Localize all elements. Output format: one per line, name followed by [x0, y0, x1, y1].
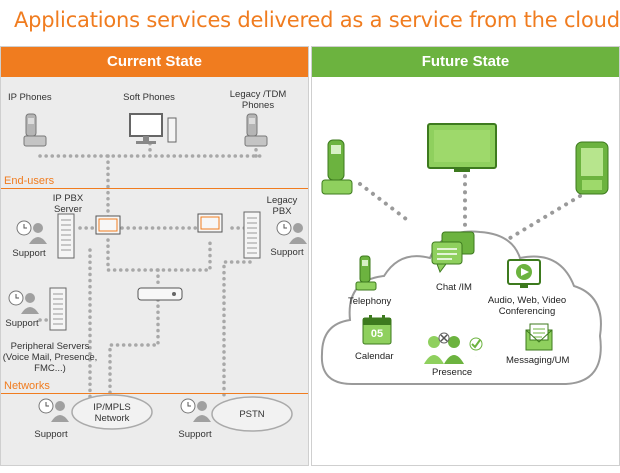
telephony-label: Telephony — [348, 296, 392, 307]
end-users-rule — [1, 188, 308, 189]
end-users-section-label: End-users — [4, 175, 55, 187]
router-box-icon-2 — [197, 213, 223, 233]
soft-phone-computer-icon — [129, 113, 177, 144]
networks-rule — [1, 393, 308, 394]
presence-label: Presence — [432, 367, 473, 378]
legacy-tdm-phones-label: Legacy /TDM Phones — [229, 89, 287, 111]
support-person-icon-1 — [16, 220, 47, 244]
calendar-label: Calendar — [355, 351, 394, 362]
router-box-icon-1 — [95, 215, 121, 235]
monitor-icon — [427, 123, 497, 172]
telephony-icon — [355, 255, 377, 291]
support-person-icon-5 — [180, 398, 211, 422]
networks-section-label: Networks — [4, 380, 50, 392]
presence-icon — [424, 332, 483, 364]
network-switch-icon — [137, 287, 183, 301]
messaging-um-icon — [525, 323, 553, 351]
messaging-um-label: Messaging/UM — [506, 355, 570, 366]
pstn-label: PSTN — [239, 409, 265, 420]
smartphone-icon — [575, 141, 609, 195]
diagram-title: Applications services delivered as a ser… — [14, 8, 620, 32]
peripheral-servers-label: Peripheral Servers (Voice Mail, Presence… — [2, 341, 98, 374]
legacy-pbx-label: Legacy PBX — [266, 195, 298, 217]
ip-pbx-server-icon — [57, 213, 75, 259]
ip-mpls-network-ellipse — [71, 394, 153, 430]
chat-im-icon — [431, 231, 475, 274]
video-conferencing-icon — [507, 259, 541, 288]
support-label-5: Support — [178, 429, 212, 440]
support-label-4: Support — [34, 429, 68, 440]
ip-phones-label: IP Phones — [8, 92, 52, 103]
support-person-icon-4 — [38, 398, 69, 422]
cordless-phone-icon — [321, 139, 353, 195]
support-person-icon-3 — [8, 290, 39, 314]
support-label-2: Support — [270, 247, 304, 258]
ip-pbx-server-label: IP PBX Server — [52, 193, 84, 215]
pstn-ellipse — [211, 396, 293, 432]
future-connections — [358, 166, 582, 246]
support-label-3: Support — [5, 318, 39, 329]
future-state-heading: Future State — [312, 47, 619, 77]
calendar-day: 05 — [370, 328, 384, 340]
legacy-tdm-phone-icon — [244, 113, 268, 147]
ip-phone-icon — [23, 113, 47, 147]
support-person-icon-2 — [276, 220, 307, 244]
legacy-pbx-icon — [243, 211, 261, 259]
ip-mpls-network-label: IP/MPLS Network — [93, 402, 131, 424]
chat-im-label: Chat /IM — [436, 282, 472, 293]
peripheral-server-icon — [49, 287, 67, 331]
calendar-icon — [362, 315, 392, 345]
support-label-1: Support — [12, 248, 46, 259]
soft-phones-label: Soft Phones — [123, 92, 175, 103]
audio-web-video-label: Audio, Web, Video Conferencing — [487, 295, 567, 317]
current-state-heading: Current State — [1, 47, 308, 77]
